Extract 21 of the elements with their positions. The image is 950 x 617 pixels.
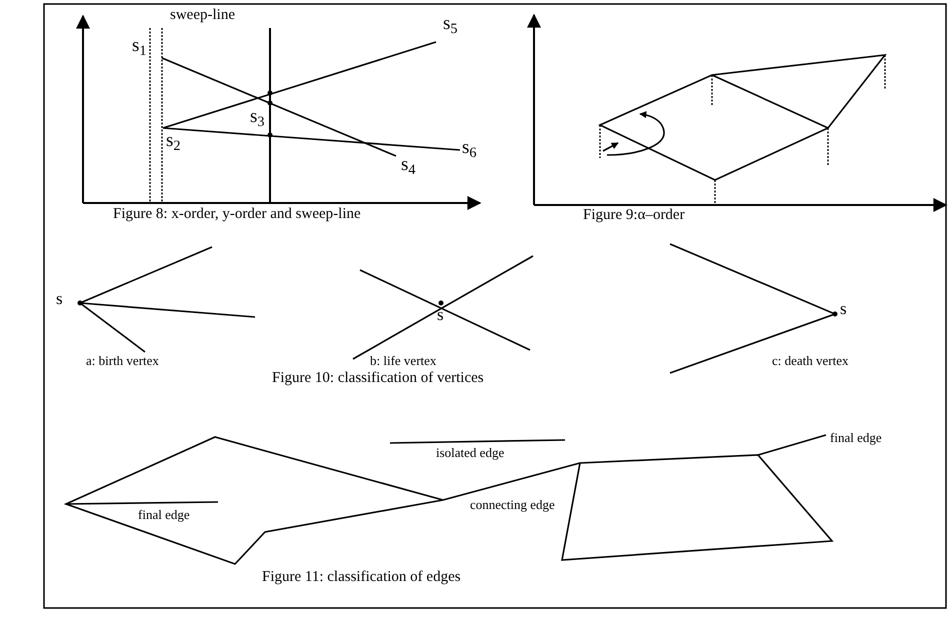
segment-label: s$_{3}$ bbox=[250, 107, 265, 126]
text-label: connecting edge bbox=[470, 498, 555, 511]
segment-label: s$_{5}$ bbox=[443, 14, 458, 33]
vertex-caption: b: life vertex bbox=[370, 354, 436, 367]
text-label: final edge bbox=[138, 508, 190, 521]
figure-caption: Figure 9:α–order bbox=[583, 208, 685, 223]
segment-label: s$_{1}$ bbox=[132, 36, 147, 55]
vertex-caption: a: birth vertex bbox=[86, 354, 159, 367]
vertex-caption: c: death vertex bbox=[772, 354, 849, 367]
figure-caption: Figure 10: classification of vertices bbox=[272, 371, 484, 386]
vertex-label: s bbox=[840, 300, 847, 317]
text-label: isolated edge bbox=[436, 446, 504, 459]
line-label: sweep-line bbox=[170, 8, 235, 23]
vertex-label: s bbox=[437, 306, 444, 323]
vertex-label: s bbox=[56, 290, 63, 307]
segment-label: s$_{2}$ bbox=[166, 131, 181, 150]
figure-caption: Figure 8: x-order, y-order and sweep-line bbox=[113, 207, 361, 222]
segment-label: s$_{4}$ bbox=[401, 155, 416, 174]
text-label: final edge bbox=[830, 431, 882, 444]
segment-label: s$_{6}$ bbox=[462, 138, 477, 157]
figure-caption: Figure 11: classification of edges bbox=[262, 570, 461, 585]
